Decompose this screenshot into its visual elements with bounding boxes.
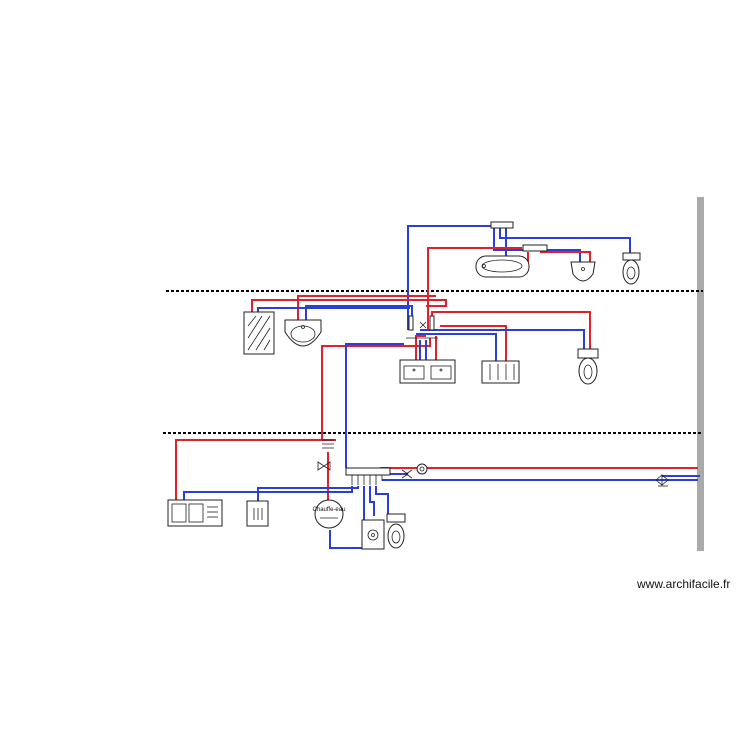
hot-pipe [321,338,431,440]
double-washbasin [399,359,456,384]
cold-pipe [305,305,413,322]
cold-pipe [257,486,359,502]
bidet [570,261,596,282]
hot-pipe [251,299,447,330]
toilet-ground [386,513,406,549]
hot-pipe [175,439,336,500]
hot-pipe [427,247,522,330]
cold-pipe [345,343,404,468]
washing-machine-ground [361,519,385,550]
top-floor-network [407,221,641,330]
middle-floor-network [243,295,599,468]
cold-manifold-top [490,221,514,229]
shower [243,311,275,355]
water-heater: Chauffe-eau [313,499,346,529]
outdoor-tap [401,463,428,479]
water-meter [655,474,669,487]
hot-manifold-top [522,244,548,252]
exterior-wall [697,197,704,551]
manifold-middle [408,315,414,331]
toilet-upper [622,252,641,285]
washing-machine [481,360,520,384]
dishwasher [246,500,269,527]
main-manifold [345,467,391,476]
cold-pipe [369,486,375,516]
cold-pipe [257,307,410,330]
manifold-middle-hot [429,315,435,331]
hot-pipe [440,325,507,362]
ground-floor-network: Chauffe-eau [167,439,700,550]
watermark-text: www.archifacile.fr [637,577,731,591]
hot-pipe [297,295,436,324]
water-heater-label: Chauffe-eau [313,507,346,513]
cold-pipe [416,333,497,362]
toilet-middle [577,348,599,385]
cold-pipe [375,486,389,514]
cold-pipe [407,225,492,330]
valve-icon [317,461,331,471]
bathtub [475,255,530,278]
cold-pipe [420,329,585,350]
washbasin [284,319,322,347]
cold-pipe [499,228,631,258]
kitchen-sink [167,499,223,527]
cold-pipe [329,486,365,549]
